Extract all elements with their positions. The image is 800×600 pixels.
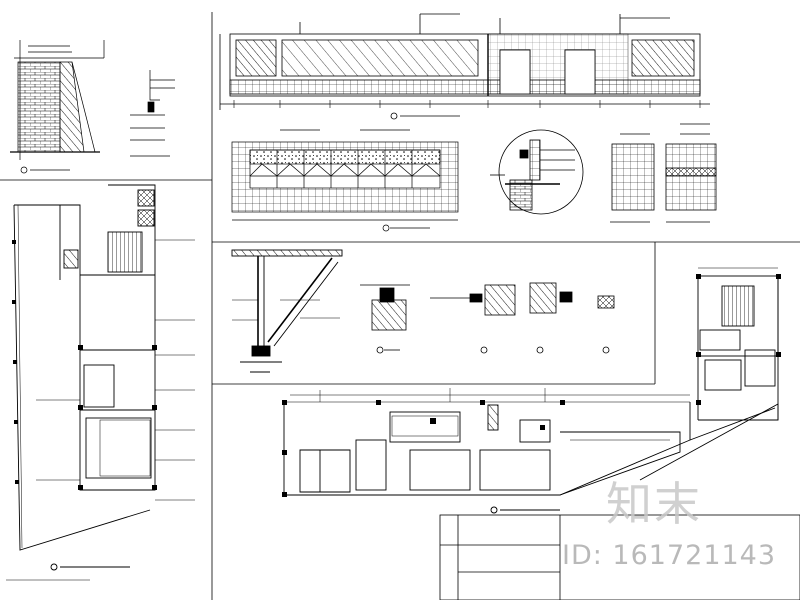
- floor-plan-bottom: [282, 388, 691, 514]
- small-profile-detail: [130, 70, 175, 157]
- floor-plan-left: [6, 184, 195, 581]
- circle-detail: [490, 129, 584, 215]
- tile-elevations: [610, 123, 717, 223]
- title-block: [439, 514, 800, 600]
- logo-watermark: 知末: [606, 477, 702, 531]
- storefront-elevation: [219, 13, 710, 120]
- panel-dividers: [0, 12, 800, 600]
- glazing-elevation: [231, 129, 459, 232]
- watermark-id: ID: 161721143: [562, 540, 777, 571]
- connection-details: [360, 282, 615, 354]
- steel-support-detail: [231, 249, 343, 373]
- wall-section-detail: [10, 40, 105, 174]
- floor-plan-right: [639, 267, 781, 481]
